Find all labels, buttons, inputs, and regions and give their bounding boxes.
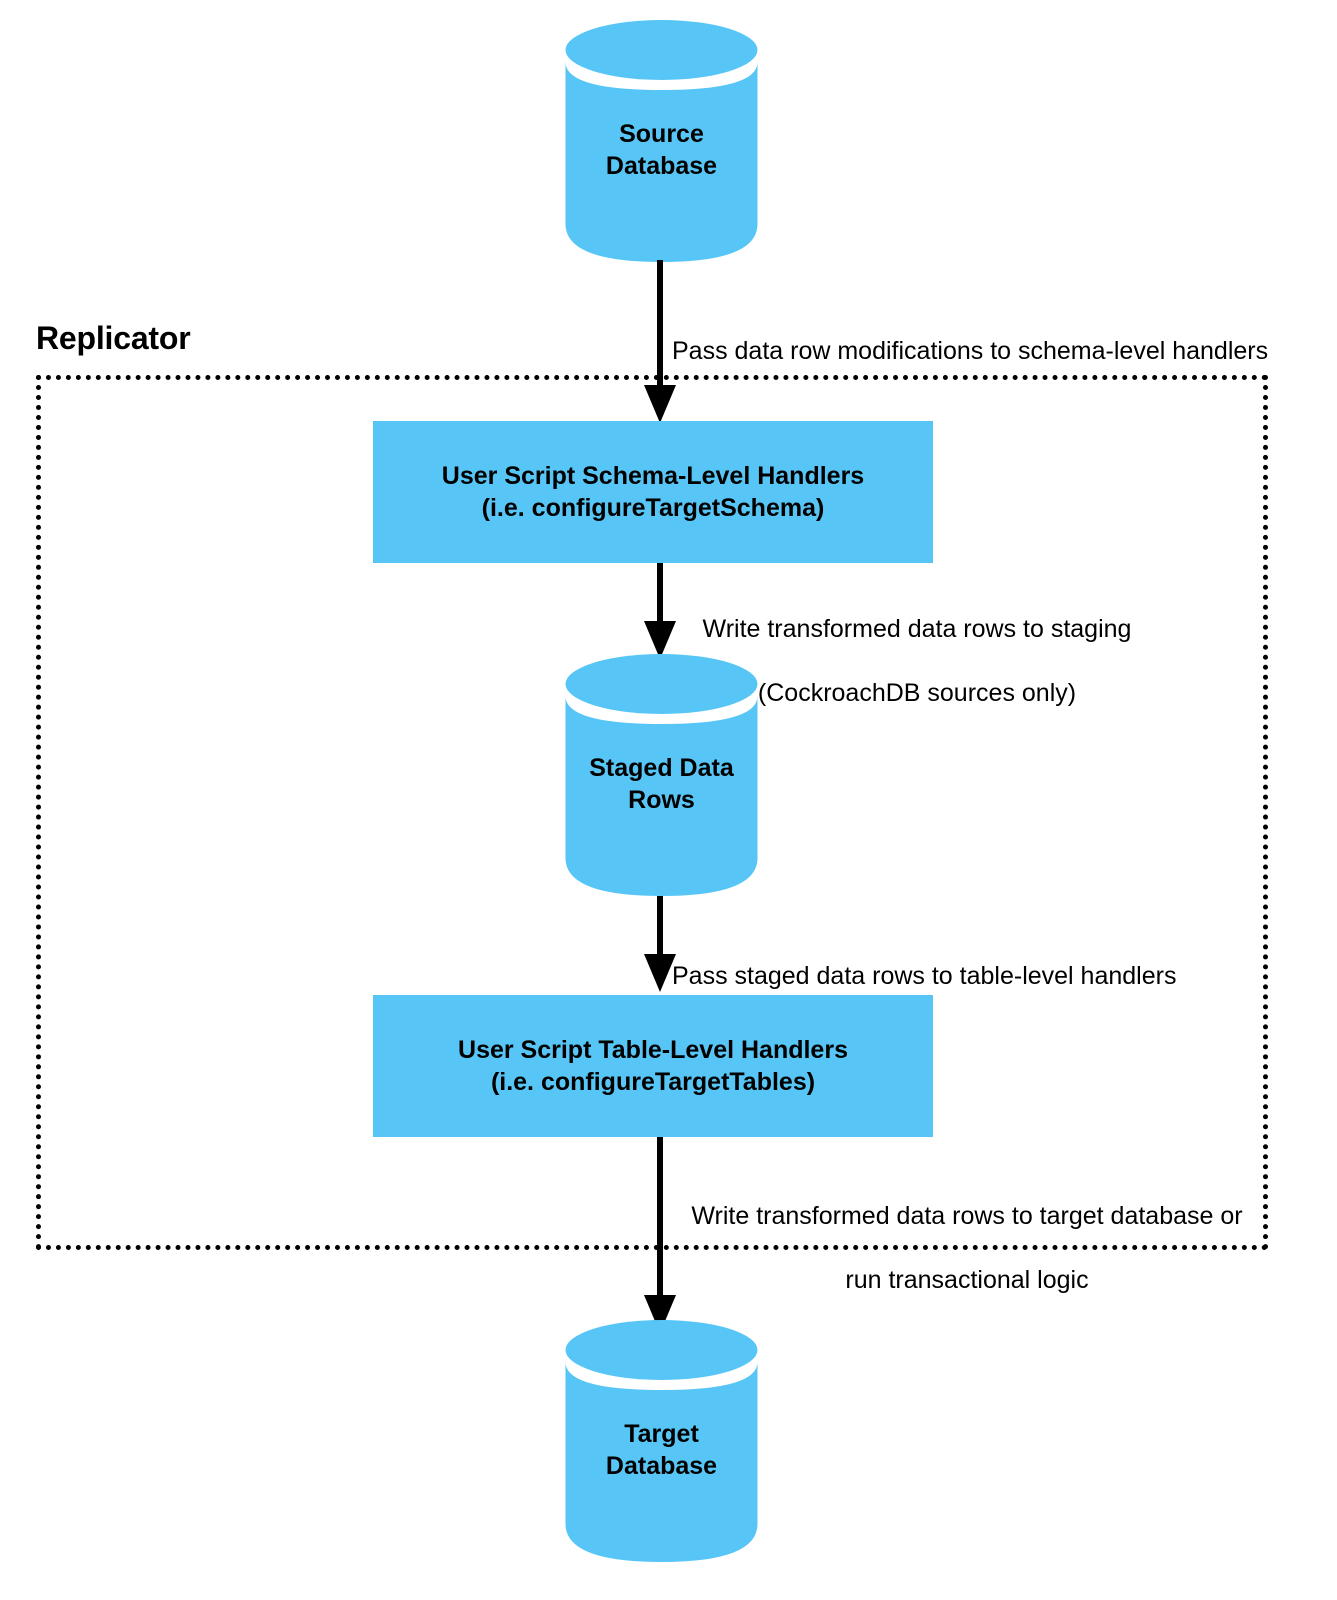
edge-label-source-to-schema-handlers: Pass data row modifications to schema-le… bbox=[672, 303, 1312, 399]
edge-label-line2: run transactional logic bbox=[845, 1266, 1089, 1294]
node-label: Source Database bbox=[563, 118, 760, 182]
node-label-line2: (i.e. configureTargetSchema) bbox=[481, 494, 825, 522]
arrow-source-to-schema-handlers bbox=[644, 260, 676, 423]
arrow-staged-to-table-handlers bbox=[644, 896, 676, 992]
edge-label-line1: Write transformed data rows to target da… bbox=[691, 1202, 1243, 1230]
node-label-line2: Rows bbox=[628, 786, 695, 814]
arrow-table-handlers-to-target bbox=[644, 1137, 676, 1333]
node-label-line2: Database bbox=[605, 1452, 718, 1480]
node-source-database: Source Database bbox=[563, 18, 760, 264]
node-label-line2: Database bbox=[605, 152, 718, 180]
node-staged-data-rows: Staged Data Rows bbox=[563, 652, 760, 898]
node-label-line1: User Script Table-Level Handlers bbox=[458, 1035, 848, 1064]
node-label: Staged Data Rows bbox=[563, 752, 760, 816]
node-label-line1: Staged Data bbox=[589, 754, 734, 782]
cylinder-shape bbox=[565, 654, 758, 896]
node-label-line1: User Script Schema-Level Handlers bbox=[441, 461, 865, 490]
edge-label-schema-handlers-to-staged: Write transformed data rows to staging (… bbox=[672, 581, 1162, 741]
edge-label-staged-to-table-handlers: Pass staged data rows to table-level han… bbox=[672, 928, 1232, 1024]
cylinder-shape bbox=[565, 20, 758, 262]
node-target-database: Target Database bbox=[563, 1318, 760, 1564]
replicator-boundary-label: Replicator bbox=[36, 320, 191, 356]
edge-label-line1: Write transformed data rows to staging bbox=[702, 615, 1132, 643]
node-label: User Script Schema-Level Handlers (i.e. … bbox=[442, 460, 864, 525]
edge-label-line2: (CockroachDB sources only) bbox=[757, 679, 1077, 707]
node-label: User Script Table-Level Handlers (i.e. c… bbox=[458, 1034, 848, 1099]
node-schema-level-handlers: User Script Schema-Level Handlers (i.e. … bbox=[373, 421, 933, 563]
cylinder-shape bbox=[565, 1320, 758, 1562]
edge-label-line1: Pass data row modifications to schema-le… bbox=[672, 337, 1269, 365]
arrow-schema-handlers-to-staged bbox=[644, 563, 676, 659]
node-label-line1: Source bbox=[619, 120, 704, 148]
replicator-boundary-box bbox=[36, 375, 1268, 1250]
edge-label-line1: Pass staged data rows to table-level han… bbox=[672, 962, 1177, 990]
edge-label-table-handlers-to-target: Write transformed data rows to target da… bbox=[672, 1168, 1262, 1328]
node-label-line2: (i.e. configureTargetTables) bbox=[490, 1068, 816, 1096]
node-label-line1: Target bbox=[624, 1420, 699, 1448]
node-table-level-handlers: User Script Table-Level Handlers (i.e. c… bbox=[373, 995, 933, 1137]
node-label: Target Database bbox=[563, 1418, 760, 1482]
